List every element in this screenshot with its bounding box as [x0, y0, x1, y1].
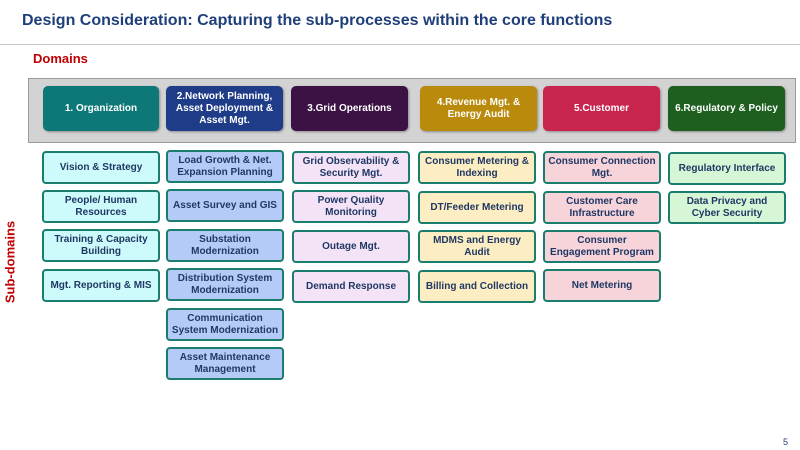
subdomain-asset-survey-gis[interactable]: Asset Survey and GIS [166, 189, 284, 222]
subdomain-net-metering[interactable]: Net Metering [543, 269, 661, 302]
subdomain-demand-response[interactable]: Demand Response [292, 270, 410, 303]
subdomain-billing-collection[interactable]: Billing and Collection [418, 270, 536, 303]
subdomain-dt-feeder-metering[interactable]: DT/Feeder Metering [418, 191, 536, 224]
subdomains-label-text: Sub-domains [2, 220, 18, 304]
domain-regulatory-policy[interactable]: 6.Regulatory & Policy [668, 86, 785, 131]
subdomain-vision-strategy[interactable]: Vision & Strategy [42, 151, 160, 184]
subdomain-mdms-energy-audit[interactable]: MDMS and Energy Audit [418, 230, 536, 263]
subdomain-load-growth[interactable]: Load Growth & Net. Expansion Planning [166, 150, 284, 183]
domain-customer[interactable]: 5.Customer [543, 86, 660, 131]
subdomain-asset-maintenance[interactable]: Asset Maintenance Management [166, 347, 284, 380]
subdomain-consumer-engagement[interactable]: Consumer Engagement Program [543, 230, 661, 263]
subdomain-people-hr[interactable]: People/ Human Resources [42, 190, 160, 223]
domains-label: Domains [33, 51, 88, 66]
domain-revenue-mgt[interactable]: 4.Revenue Mgt. & Energy Audit [420, 86, 537, 131]
subdomain-substation-modernization[interactable]: Substation Modernization [166, 229, 284, 262]
subdomain-outage-mgt[interactable]: Outage Mgt. [292, 230, 410, 263]
domain-grid-operations[interactable]: 3.Grid Operations [291, 86, 408, 131]
subdomain-consumer-metering[interactable]: Consumer Metering & Indexing [418, 151, 536, 184]
subdomain-grid-observability[interactable]: Grid Observability & Security Mgt. [292, 151, 410, 184]
subdomain-training-capacity[interactable]: Training & Capacity Building [42, 229, 160, 262]
domain-organization[interactable]: 1. Organization [43, 86, 159, 131]
subdomain-power-quality[interactable]: Power Quality Monitoring [292, 190, 410, 223]
page-title: Design Consideration: Capturing the sub-… [22, 12, 613, 29]
subdomain-consumer-connection[interactable]: Consumer Connection Mgt. [543, 151, 661, 184]
subdomain-communication-modernization[interactable]: Communication System Modernization [166, 308, 284, 341]
subdomain-customer-care[interactable]: Customer Care Infrastructure [543, 191, 661, 224]
subdomain-distribution-modernization[interactable]: Distribution System Modernization [166, 268, 284, 301]
subdomain-data-privacy-cyber[interactable]: Data Privacy and Cyber Security [668, 191, 786, 224]
subdomain-mgt-reporting[interactable]: Mgt. Reporting & MIS [42, 269, 160, 302]
title-divider [0, 44, 800, 45]
domain-network-planning[interactable]: 2.Network Planning, Asset Deployment & A… [166, 86, 283, 131]
subdomain-regulatory-interface[interactable]: Regulatory Interface [668, 152, 786, 185]
page-number: 5 [783, 437, 789, 447]
